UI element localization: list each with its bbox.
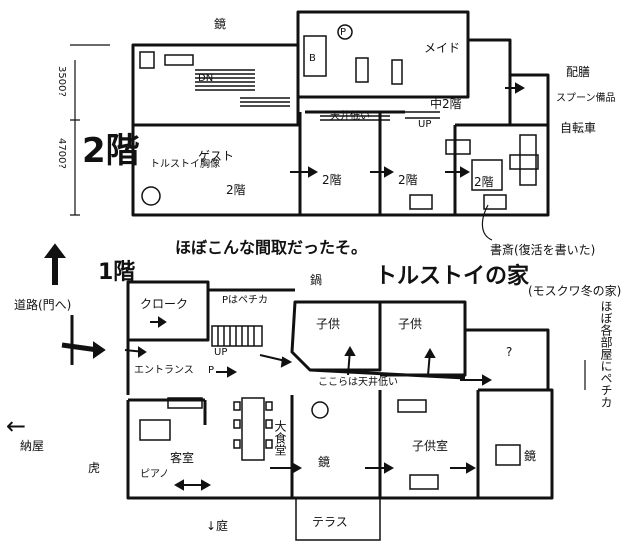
floor2-room-label-b: 2階 (322, 173, 342, 187)
all-rooms-peczhka-label: ほぼ各部屋にペチカ (599, 300, 613, 408)
unknown-room-label: ? (506, 345, 513, 359)
floor1-label: 1階 (98, 260, 136, 285)
study-pointer (481, 204, 586, 390)
peczhka-note-label: Pはペチカ (222, 295, 269, 306)
serving-label: 配膳 (566, 65, 591, 79)
maid-room-label: メイド (424, 41, 461, 55)
floor2-stair-block (131, 43, 300, 127)
terrace-label: テラス (312, 515, 348, 529)
floor2-furniture (139, 24, 539, 210)
dining-table (139, 397, 521, 490)
tiger-label: 虎 (88, 461, 101, 475)
floor2-room-label-d: 2階 (474, 175, 494, 189)
floor2-p-label: P (340, 27, 347, 38)
child-room-label-a: 子供 (316, 317, 341, 331)
dim-lower: 4700? (56, 138, 67, 169)
right-mirror-label: 鏡 (524, 449, 537, 463)
bicycle-label: 自転車 (560, 121, 597, 135)
floor1-child-room-b (380, 300, 467, 377)
mezzanine-up-label: UP (418, 119, 432, 130)
mezzanine-label: 中2階 (430, 97, 462, 111)
floor1-middle-block (290, 390, 480, 500)
floor2-room-label-a: 2階 (226, 183, 246, 197)
floor1-stairs (211, 325, 263, 347)
floor2-annex (468, 38, 550, 125)
barn-arrow: ← (6, 412, 27, 440)
floor1-question-room (465, 328, 550, 390)
floor2-low-ceiling-label: 天井低い (330, 111, 370, 122)
garden-label: ↓庭 (206, 519, 229, 533)
floor2-dn-label: DN (198, 73, 214, 84)
floor2-label: 2階 (82, 131, 140, 171)
supplies-label: スプーン備品 (556, 93, 616, 104)
floor1-child-room-a (290, 300, 382, 372)
low-ceiling-label: ここらは天井低い (318, 377, 398, 388)
guest-room-label: ゲスト (198, 149, 235, 163)
guest-room-1f-label: 客室 (170, 451, 195, 465)
pot-label: 鍋 (310, 273, 323, 287)
floor2-room-a (298, 112, 382, 217)
floor1-right-room (478, 388, 554, 500)
dim-upper: 3500? (56, 66, 67, 97)
floor2-room-c (453, 123, 550, 217)
road-label: 道路(門へ) (14, 298, 72, 312)
cloak-label: クローク (140, 297, 189, 311)
entrance-label: エントランス (134, 365, 194, 376)
floor1-up-label: UP (214, 347, 228, 358)
caption: ほぼこんな間取だったそ。 (175, 238, 368, 257)
floor1-mirror-label: 鏡 (318, 455, 331, 469)
study-label: 書斎(復活を書いた) (490, 243, 596, 257)
floor1-walls (70, 280, 554, 500)
floor2-room-label-c: 2階 (398, 173, 418, 187)
house-title: トルストイの家 (375, 264, 530, 289)
piano-label: ピアノ (140, 469, 170, 480)
floor2-mirror-label: 鏡 (214, 17, 227, 31)
house-subtitle: (モスクワ冬の家) (528, 284, 622, 298)
floor1-cloak-room (126, 280, 210, 342)
floor2-stairs (195, 69, 440, 121)
floor2-arrows (290, 82, 526, 178)
dimension-lines (70, 44, 110, 216)
barn-label: 納屋 (20, 439, 45, 453)
floor2-walls (131, 10, 550, 217)
statue-label: トルストイ胸像 (150, 159, 220, 170)
terrace-outline (295, 498, 381, 541)
dining-room-label: 大食堂 (273, 420, 287, 456)
child-room-label-b: 子供 (398, 317, 423, 331)
floor1-p-label: P (208, 365, 215, 376)
child-room-label: 子供室 (412, 439, 449, 453)
floor1-arrows (44, 243, 493, 491)
bed-b-label: B (309, 53, 316, 64)
floor2-maid-block (296, 10, 470, 99)
